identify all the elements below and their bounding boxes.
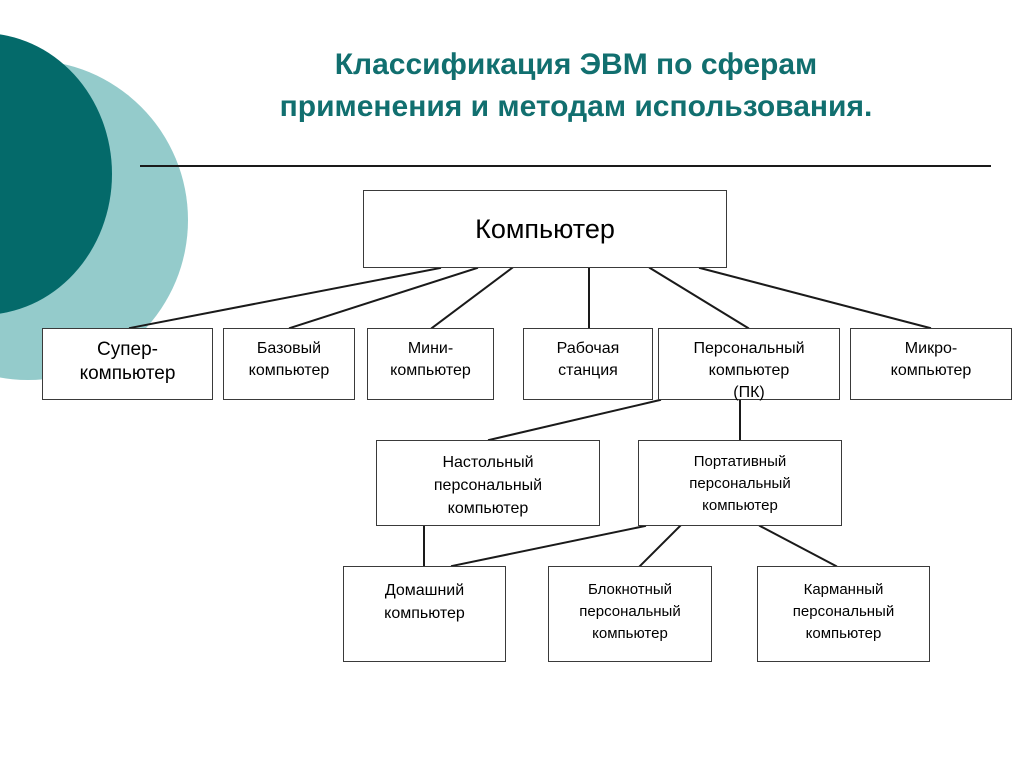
node-computer-label: Компьютер [475,214,615,244]
node-supercomputer-label: Супер- компьютер [79,339,176,384]
edge-computer-microcomputer [698,266,932,330]
edge-personal-desktop [487,398,662,442]
node-microcomputer[interactable]: Микро- компьютер [850,328,1012,400]
node-portable-pc[interactable]: Портативный персональный компьютер [638,440,842,526]
title-line-1: Классификация ЭВМ по сферам [334,48,818,81]
edge-portable-notebook [638,524,682,568]
node-desktop-pc[interactable]: Настольный персональный компьютер [376,440,600,526]
node-home-computer-label: Домашний компьютер [384,582,465,622]
node-minicomputer-label: Мини- компьютер [390,340,471,379]
node-workstation[interactable]: Рабочая станция [523,328,653,400]
edge-portable-pocket [758,524,838,568]
node-pocket-pc[interactable]: Карманный персональный компьютер [757,566,930,662]
title-line-2: применения и методам использования. [279,90,873,123]
node-personal-computer-label: Персональный компьютер (ПК) [693,340,805,401]
edge-portable-home [450,524,647,568]
edge-computer-supercomputer [128,266,442,330]
node-notebook-pc[interactable]: Блокнотный персональный компьютер [548,566,712,662]
node-mainframe[interactable]: Базовый компьютер [223,328,355,400]
node-mainframe-label: Базовый компьютер [248,340,330,379]
node-desktop-pc-label: Настольный персональный компьютер [433,454,543,517]
node-computer[interactable]: Компьютер [363,190,727,268]
node-minicomputer[interactable]: Мини- компьютер [367,328,494,400]
slide-title: Классификация ЭВМ по сферам применения и… [150,44,1002,128]
node-home-computer[interactable]: Домашний компьютер [343,566,506,662]
title-divider [140,165,991,167]
node-notebook-pc-label: Блокнотный персональный компьютер [579,581,681,642]
edge-computer-mainframe [288,266,479,330]
node-supercomputer[interactable]: Супер- компьютер [42,328,213,400]
edge-computer-personal [648,266,750,330]
node-microcomputer-label: Микро- компьютер [890,340,972,379]
node-portable-pc-label: Портативный персональный компьютер [689,453,791,514]
node-workstation-label: Рабочая станция [556,340,620,379]
node-pocket-pc-label: Карманный персональный компьютер [792,581,895,642]
edge-computer-minicomputer [430,266,514,330]
node-personal-computer[interactable]: Персональный компьютер (ПК) [658,328,840,401]
